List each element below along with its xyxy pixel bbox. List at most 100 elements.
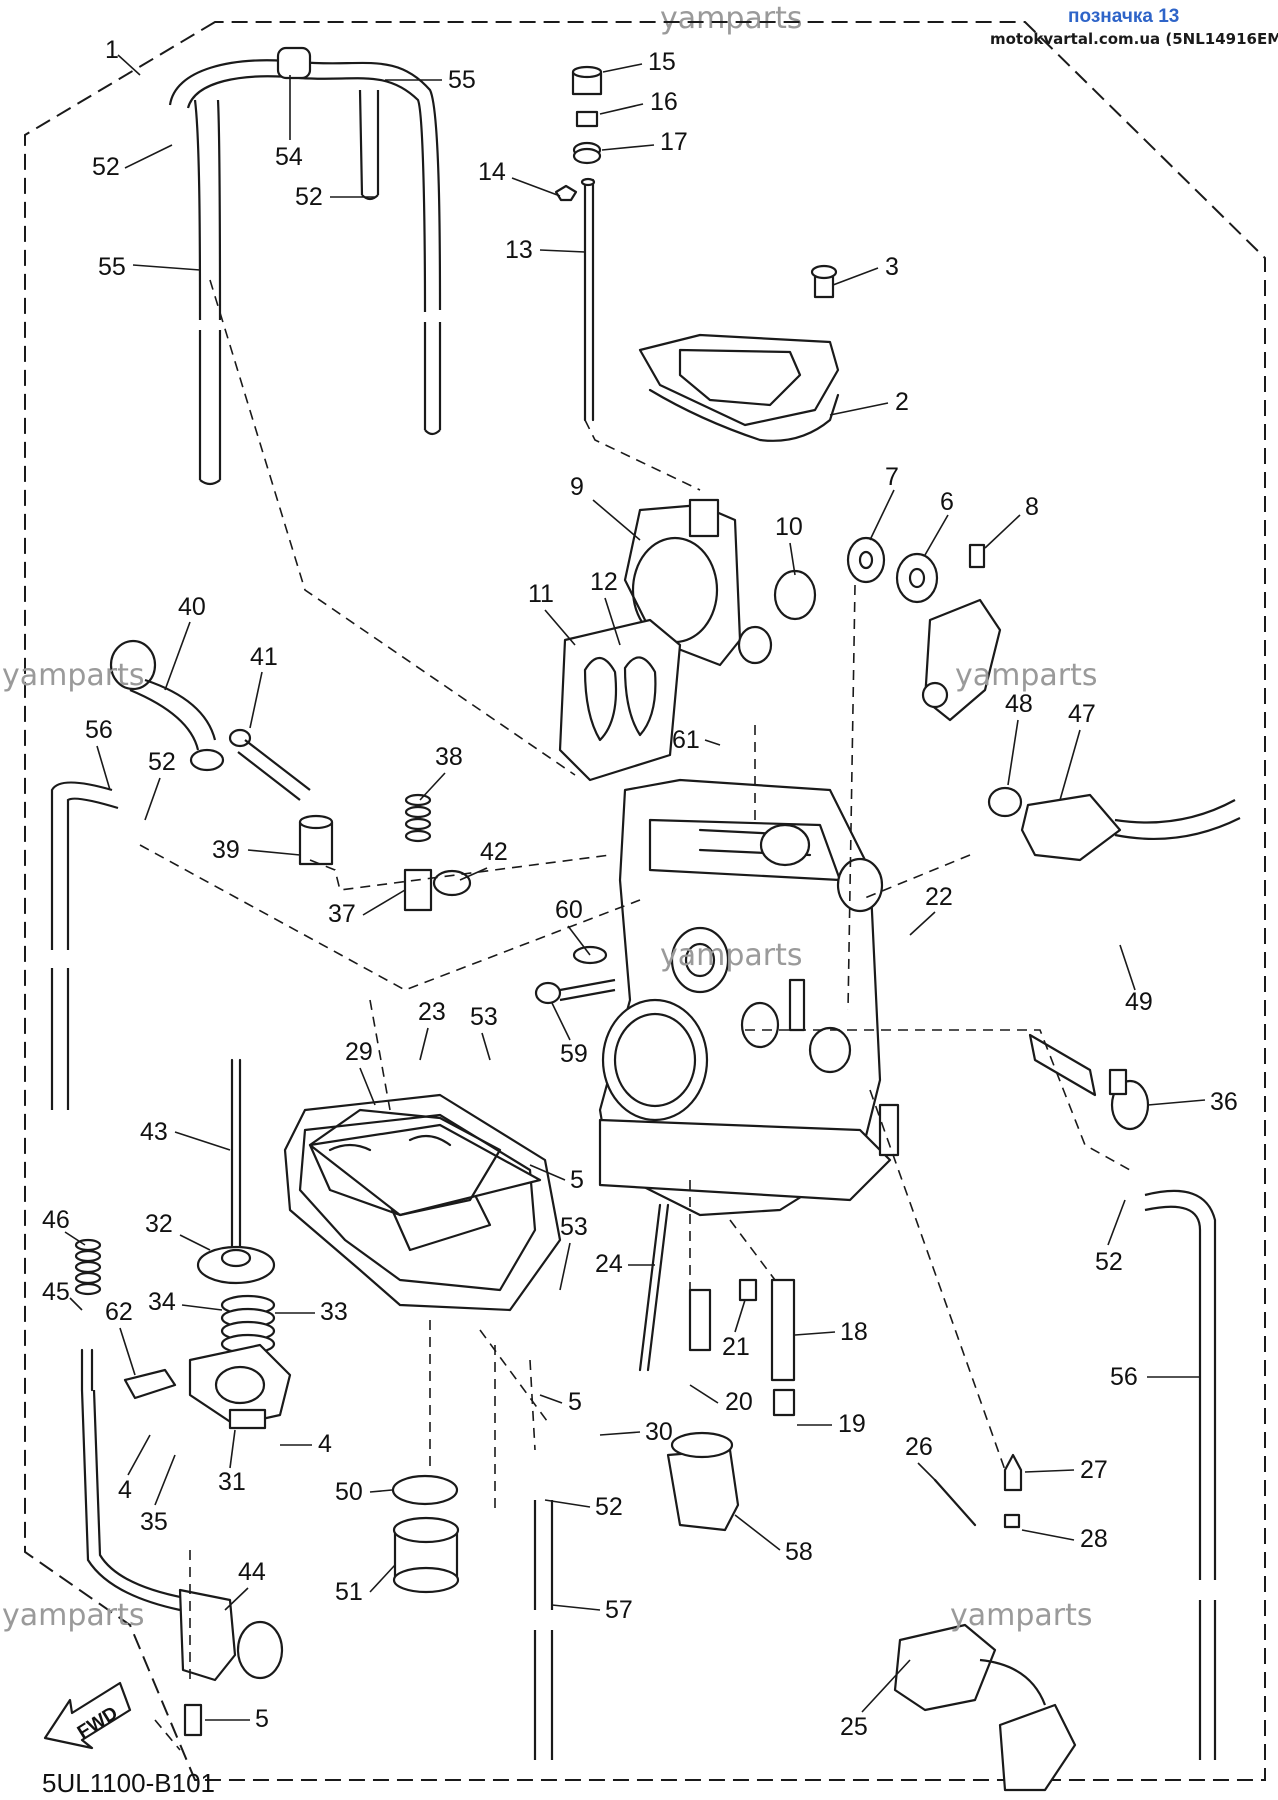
callout-12: 12 <box>590 568 618 596</box>
svg-text:yamparts: yamparts <box>2 658 145 693</box>
callout-46: 46 <box>42 1206 70 1234</box>
callout-8: 8 <box>1025 493 1039 521</box>
callout-10: 10 <box>775 513 803 541</box>
screw-59-60 <box>534 945 616 1005</box>
o-ring-50 <box>391 1474 459 1506</box>
top-watermark: yamparts <box>660 1 803 36</box>
callout-25: 25 <box>840 1713 868 1741</box>
jet-needle-13 <box>554 177 596 422</box>
callout-43: 43 <box>140 1118 168 1146</box>
callout-18: 18 <box>840 1318 868 1346</box>
header-title: позначка 13 <box>1068 6 1179 27</box>
spring-38 <box>403 793 472 912</box>
callout-56-left: 56 <box>85 716 113 744</box>
callout-44: 44 <box>238 1558 266 1586</box>
callout-2: 2 <box>895 388 909 416</box>
needle-valve-27 <box>933 1453 1023 1529</box>
callout-20: 20 <box>725 1388 753 1416</box>
callout-55-top: 55 <box>448 66 476 94</box>
svg-text:yamparts: yamparts <box>660 938 803 973</box>
callout-27: 27 <box>1080 1456 1108 1484</box>
callout-1: 1 <box>105 36 119 64</box>
callout-26: 26 <box>905 1433 933 1461</box>
pump-cover-31 <box>188 1343 292 1430</box>
lever-assembly-6-8 <box>846 536 1002 722</box>
callout-37: 37 <box>328 900 356 928</box>
plugs-15-17 <box>571 65 603 165</box>
callout-51: 51 <box>335 1578 363 1606</box>
callout-4-a: 4 <box>118 1476 132 1504</box>
callout-30: 30 <box>645 1418 673 1446</box>
callout-61: 61 <box>672 726 700 754</box>
callout-53-top: 53 <box>470 1003 498 1031</box>
header-subtitle: motokvartal.com.ua (5NL14916EM00) <box>990 30 1278 48</box>
watermarks: yamparts yamparts yamparts yamparts yamp… <box>2 658 1098 1633</box>
diaphragm-32 <box>196 1058 276 1285</box>
callout-50: 50 <box>335 1478 363 1506</box>
spring-34 <box>220 1294 276 1355</box>
carburetor-body <box>598 778 900 1217</box>
callout-55-left: 55 <box>98 253 126 281</box>
plate-62 <box>123 1368 177 1400</box>
callout-6: 6 <box>940 488 954 516</box>
drain-hose-57 <box>533 1500 554 1760</box>
callout-52-d: 52 <box>1095 1248 1123 1276</box>
callout-48: 48 <box>1005 690 1033 718</box>
callout-15: 15 <box>648 48 676 76</box>
svg-text:yamparts: yamparts <box>950 1598 1093 1633</box>
callout-36: 36 <box>1210 1088 1238 1116</box>
jets-18-24 <box>638 1203 796 1417</box>
callout-40: 40 <box>178 593 206 621</box>
callout-47: 47 <box>1068 700 1096 728</box>
callout-41: 41 <box>250 643 278 671</box>
callout-5-c: 5 <box>255 1705 269 1733</box>
callout-38: 38 <box>435 743 463 771</box>
overflow-hose-56-right <box>1144 1189 1217 1760</box>
callout-32: 32 <box>145 1210 173 1238</box>
callout-52-b: 52 <box>295 183 323 211</box>
callout-33: 33 <box>320 1298 348 1326</box>
bowl-gasket-29 <box>308 1108 502 1217</box>
callout-4-b: 4 <box>318 1430 332 1458</box>
callout-16: 16 <box>650 88 678 116</box>
callout-58: 58 <box>785 1538 813 1566</box>
callout-17: 17 <box>660 128 688 156</box>
callout-49: 49 <box>1125 988 1153 1016</box>
callout-22: 22 <box>925 883 953 911</box>
connection-lines <box>139 279 1131 1751</box>
callout-42: 42 <box>480 838 508 866</box>
callout-34: 34 <box>148 1288 176 1316</box>
callout-5-b: 5 <box>568 1388 582 1416</box>
callout-5-a: 5 <box>570 1166 584 1194</box>
callout-60: 60 <box>555 896 583 924</box>
callout-59: 59 <box>560 1040 588 1068</box>
callout-52-e: 52 <box>595 1493 623 1521</box>
callout-53-bottom: 53 <box>560 1213 588 1241</box>
fwd-arrow-icon: FWD <box>43 1681 132 1750</box>
callout-29: 29 <box>345 1038 373 1066</box>
vent-hoses-55 <box>168 46 442 486</box>
callout-39: 39 <box>212 836 240 864</box>
callout-52-c: 52 <box>148 748 176 776</box>
callout-3: 3 <box>885 253 899 281</box>
overflow-hose-56-left <box>50 781 119 1110</box>
diagram-code: 5UL1100-B101 <box>42 1768 215 1798</box>
callout-11: 11 <box>528 580 554 608</box>
callout-54: 54 <box>275 143 303 171</box>
top-cover-2 <box>638 264 840 442</box>
cap-58 <box>666 1431 740 1532</box>
callout-45: 45 <box>42 1278 70 1306</box>
callout-56-right: 56 <box>1110 1363 1138 1391</box>
callout-28: 28 <box>1080 1525 1108 1553</box>
assembly-boundary <box>24 21 1266 1781</box>
callout-21: 21 <box>722 1333 750 1361</box>
callout-14: 14 <box>478 158 506 186</box>
callout-24: 24 <box>595 1250 623 1278</box>
gaskets-11-12 <box>558 618 682 782</box>
callout-9: 9 <box>570 473 584 501</box>
plug-51 <box>392 1516 460 1594</box>
throttle-sensor-47 <box>987 786 1241 1096</box>
choke-fitting-40 <box>109 639 334 866</box>
callout-7: 7 <box>885 463 899 491</box>
